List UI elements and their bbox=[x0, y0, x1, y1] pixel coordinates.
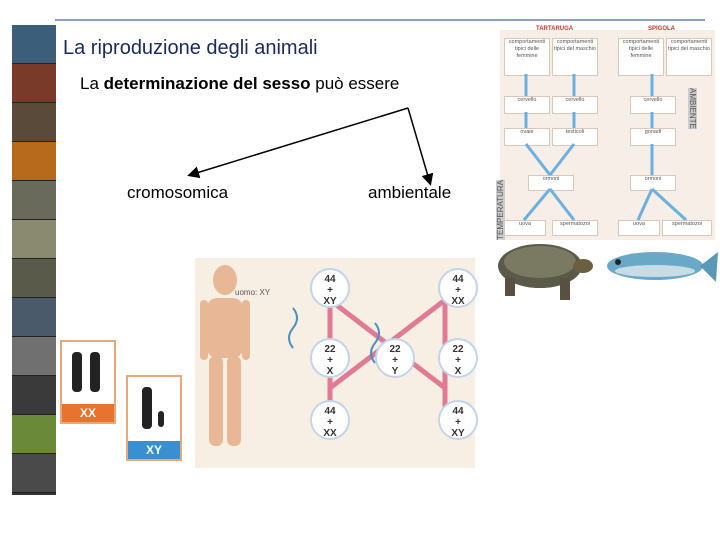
xy-label: XY bbox=[128, 441, 180, 459]
cell-sperm-x: 22+X bbox=[310, 338, 350, 378]
cell-male-parent: 44+XY bbox=[310, 268, 350, 308]
chromosome-xy-box: XY bbox=[126, 375, 182, 461]
fish-image bbox=[607, 252, 718, 282]
cell-child-male: 44+XY bbox=[438, 400, 478, 440]
human-section: uomo: XY 44+XY 44+XX 22+X 22+Y 22+X 44+X… bbox=[195, 258, 475, 468]
chromosome-xx-image bbox=[62, 342, 114, 404]
turtle-image bbox=[498, 244, 593, 300]
cell-sperm-y: 22+Y bbox=[375, 338, 415, 378]
cell-child-female: 44+XX bbox=[310, 400, 350, 440]
chromosome-xy-image bbox=[128, 377, 180, 439]
cell-female-parent: 44+XX bbox=[438, 268, 478, 308]
cell-egg-x: 22+X bbox=[438, 338, 478, 378]
human-label: uomo: XY bbox=[235, 288, 270, 297]
chromosome-xx-box: XX bbox=[60, 340, 116, 424]
xx-label: XX bbox=[62, 404, 114, 422]
